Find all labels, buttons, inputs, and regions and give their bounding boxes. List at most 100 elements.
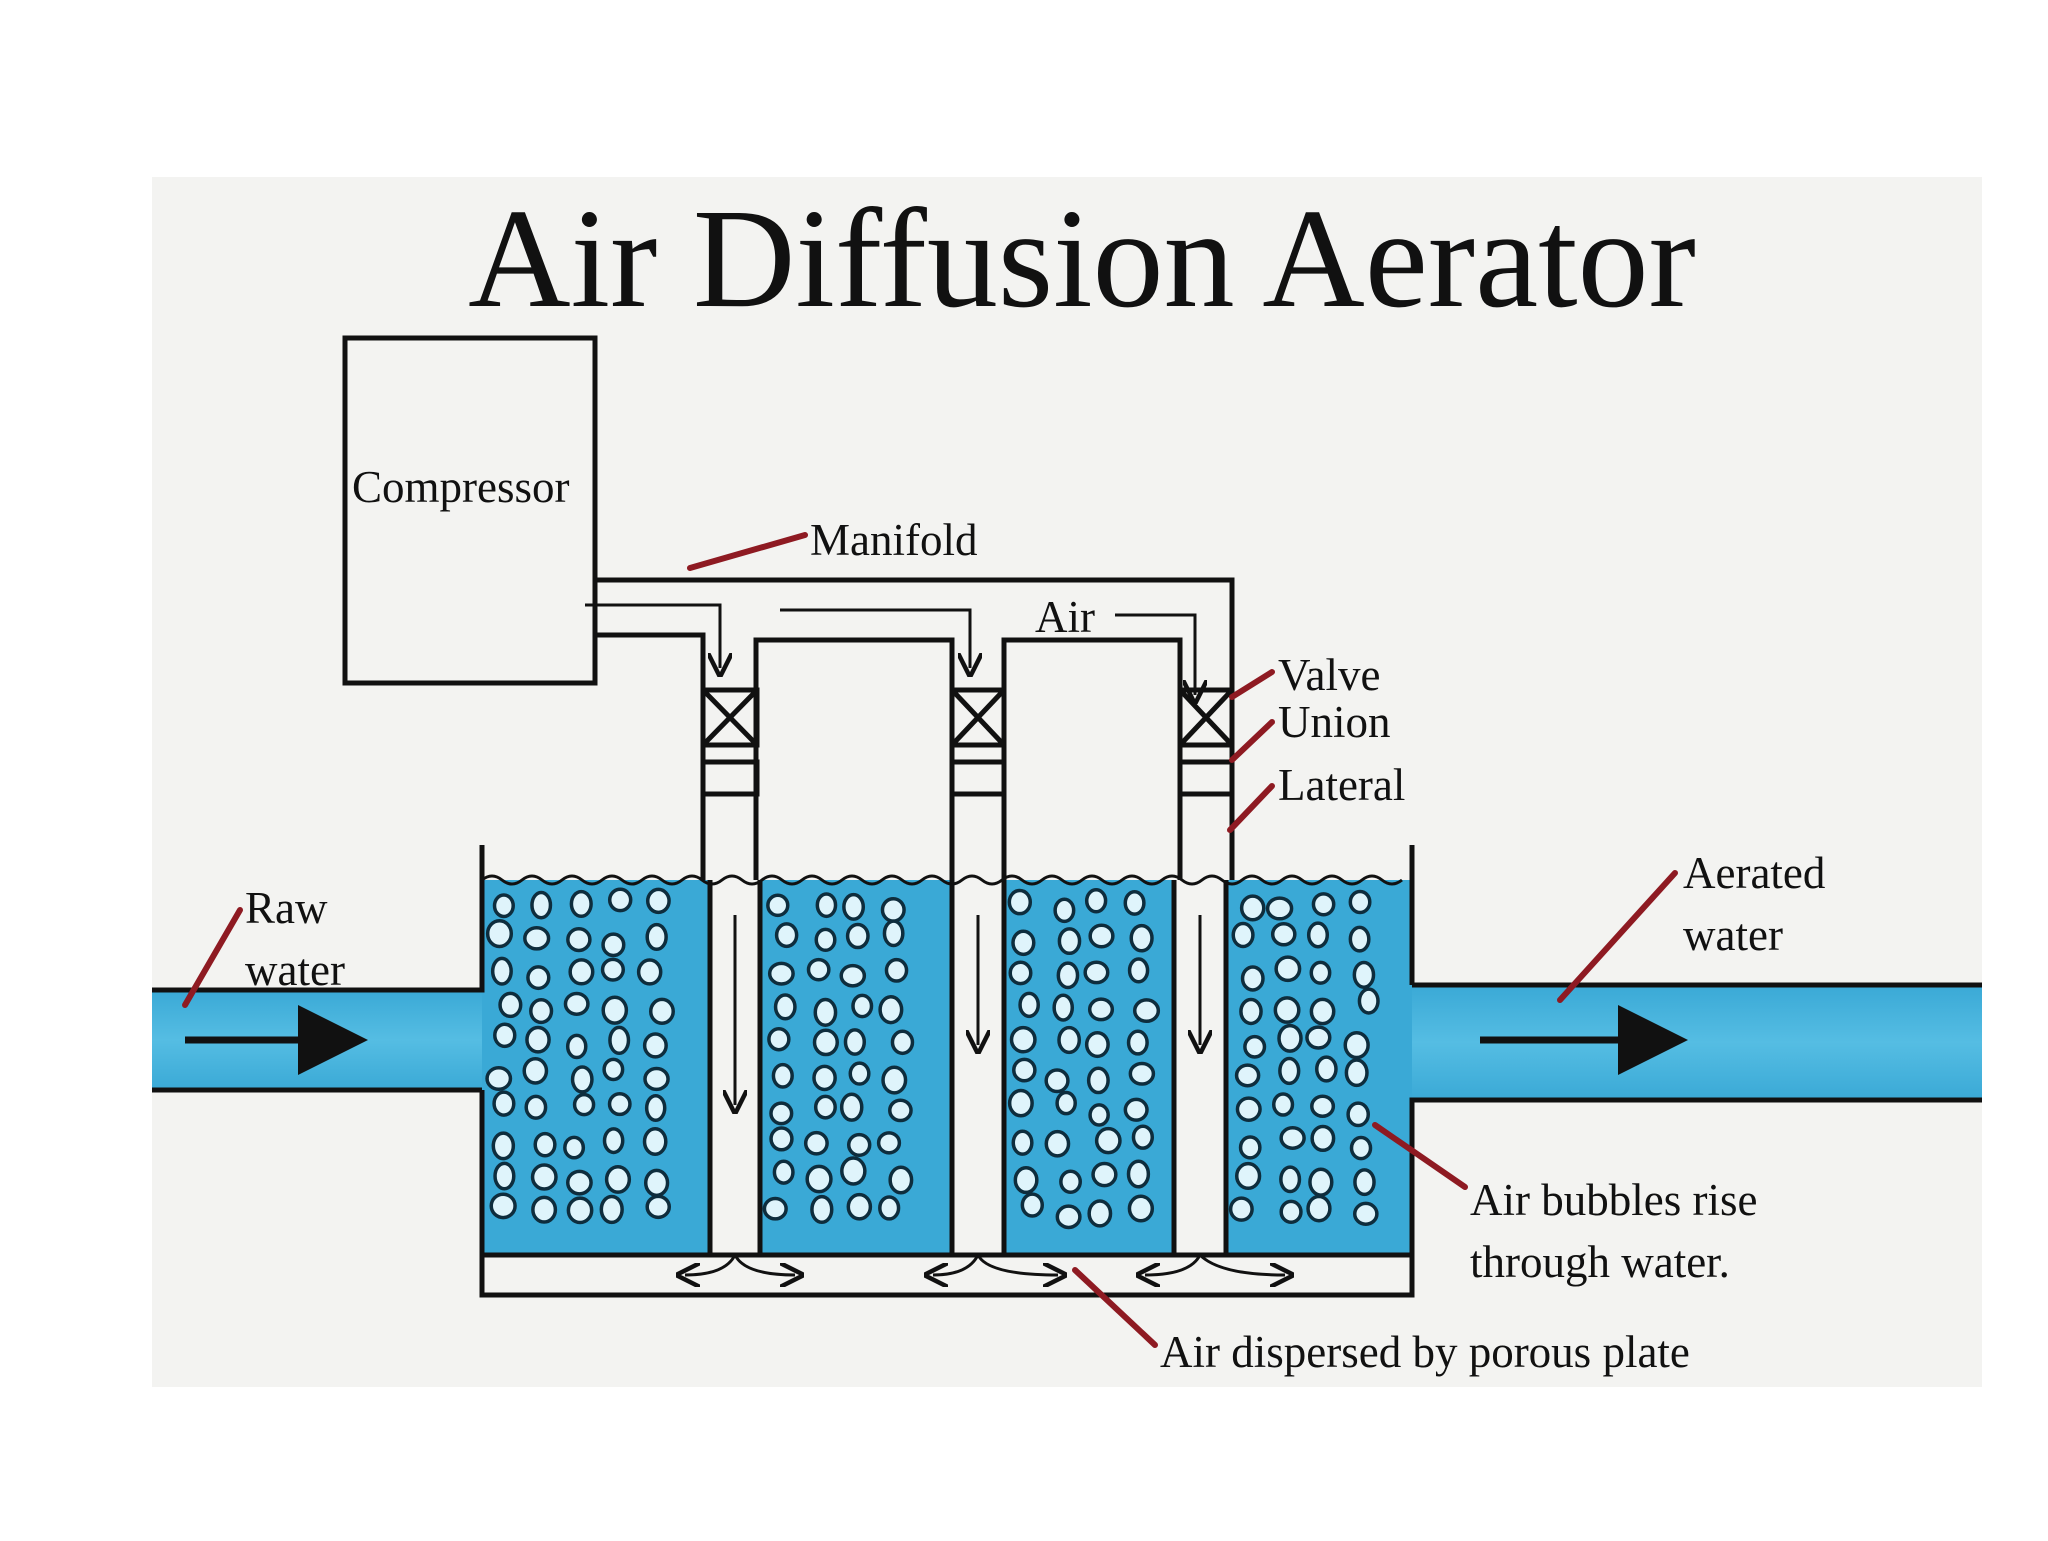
air-bubble bbox=[643, 1066, 670, 1092]
air-bubble bbox=[806, 957, 831, 982]
air-bubble bbox=[1057, 927, 1082, 956]
air-bubble bbox=[1057, 1025, 1082, 1055]
air-bubble bbox=[1278, 1056, 1301, 1086]
air-bubble bbox=[810, 1194, 834, 1225]
air-bubble bbox=[569, 889, 593, 919]
air-bubble bbox=[846, 1192, 873, 1221]
air-bubble bbox=[643, 1168, 670, 1198]
air-bubble bbox=[1056, 961, 1080, 990]
porous-plate-pointer bbox=[1072, 1267, 1158, 1348]
air-bubble bbox=[1084, 887, 1108, 914]
bubbles-label-line1: Air bubbles rise bbox=[1470, 1175, 1757, 1225]
air-bubble bbox=[607, 1091, 632, 1117]
lateral-pointer bbox=[1227, 783, 1275, 833]
air-bubble bbox=[1087, 1199, 1113, 1228]
air-bubble bbox=[485, 1065, 513, 1092]
air-bubble bbox=[491, 1131, 516, 1161]
air-bubble bbox=[1228, 1196, 1254, 1222]
air-bubble bbox=[1011, 1129, 1034, 1156]
air-bubble bbox=[888, 1098, 913, 1123]
air-bubble bbox=[1310, 1094, 1336, 1119]
air-bubble bbox=[599, 1194, 624, 1225]
union-3 bbox=[1177, 759, 1235, 797]
air-bubble bbox=[1044, 1129, 1071, 1158]
air-bubble bbox=[636, 958, 663, 986]
air-bubble bbox=[572, 1092, 596, 1117]
air-bubble bbox=[767, 961, 795, 986]
aerated-water-pointer bbox=[1557, 870, 1678, 1003]
air-bubble bbox=[489, 1192, 517, 1220]
air-bubble bbox=[1231, 921, 1255, 949]
air-bubble bbox=[524, 1094, 548, 1120]
valve-1 bbox=[700, 687, 760, 748]
raw-water-label-line1: Raw bbox=[245, 883, 328, 933]
air-bubble bbox=[601, 932, 626, 958]
tank-outline bbox=[152, 845, 1982, 1298]
air-bubble bbox=[888, 1165, 914, 1195]
air-bubble bbox=[1055, 1090, 1077, 1116]
air-bubble bbox=[1306, 1194, 1332, 1223]
air-bubble bbox=[490, 956, 513, 986]
air-label: Air bbox=[1035, 592, 1095, 642]
manifold-pointer bbox=[687, 532, 808, 571]
air-bubble bbox=[1344, 1058, 1369, 1088]
air-bubble bbox=[1126, 1029, 1149, 1056]
air-bubble bbox=[1127, 957, 1150, 984]
air-bubble bbox=[1055, 1204, 1082, 1230]
air-bubble bbox=[1277, 1023, 1303, 1053]
valve-label: Valve bbox=[1278, 650, 1380, 700]
air-bubble bbox=[602, 1127, 625, 1155]
air-bubble bbox=[563, 991, 590, 1016]
air-bubble bbox=[648, 997, 675, 1025]
bubbles-pointer bbox=[1372, 1122, 1468, 1190]
air-bubble bbox=[1086, 1066, 1110, 1095]
air-bubble bbox=[1357, 987, 1380, 1015]
air-bubble bbox=[529, 997, 554, 1025]
air-bubble bbox=[1353, 1168, 1376, 1197]
air-bubble bbox=[1240, 965, 1265, 992]
air-bubble bbox=[1129, 923, 1154, 953]
air-bubble bbox=[644, 1093, 667, 1122]
air-bubble bbox=[522, 1057, 549, 1085]
air-bubble bbox=[1311, 892, 1336, 917]
air-bubble bbox=[1279, 1199, 1303, 1225]
air-bubble bbox=[1094, 1126, 1122, 1155]
air-bubble bbox=[1126, 1159, 1151, 1189]
air-bubble bbox=[568, 958, 595, 986]
air-bubble bbox=[1091, 1161, 1118, 1188]
air-bubble bbox=[769, 1126, 794, 1152]
air-bubble bbox=[812, 1064, 837, 1092]
air-bubble bbox=[1348, 925, 1371, 953]
air-bubble bbox=[843, 1028, 867, 1056]
air-bubble bbox=[773, 993, 797, 1021]
water-chamber-1 bbox=[482, 880, 710, 1255]
air-bubble bbox=[485, 918, 514, 949]
air-bubble bbox=[1279, 1165, 1302, 1194]
air-bubble bbox=[645, 1194, 672, 1220]
air-bubble bbox=[1273, 996, 1301, 1024]
air-bubble bbox=[881, 1065, 908, 1095]
air-bubble bbox=[1018, 991, 1040, 1019]
air-bubble bbox=[1123, 1097, 1149, 1122]
air-bubble bbox=[1352, 1201, 1379, 1226]
air-bubble bbox=[498, 991, 523, 1019]
raw-water-label-line2: water bbox=[245, 945, 345, 995]
air-bubble bbox=[1279, 1126, 1306, 1150]
air-bubble bbox=[772, 1159, 795, 1185]
air-bubble bbox=[876, 1131, 902, 1155]
air-bubble bbox=[1131, 1124, 1155, 1150]
porous-plate-label: Air dispersed by porous plate bbox=[1160, 1327, 1690, 1377]
air-bubble bbox=[878, 995, 904, 1025]
air-bubble bbox=[878, 1195, 901, 1221]
air-bubble bbox=[766, 893, 790, 918]
air-bubble bbox=[1271, 1092, 1295, 1117]
air-bubble bbox=[526, 965, 551, 991]
union-label: Union bbox=[1278, 697, 1391, 747]
air-bubble bbox=[774, 922, 799, 949]
air-bubble bbox=[813, 997, 838, 1027]
air-bubble bbox=[1265, 896, 1294, 921]
air-bubble bbox=[1309, 997, 1336, 1026]
unions bbox=[700, 759, 1235, 797]
air-flow-arrows bbox=[585, 603, 1200, 1105]
air-bubble bbox=[1309, 960, 1332, 985]
